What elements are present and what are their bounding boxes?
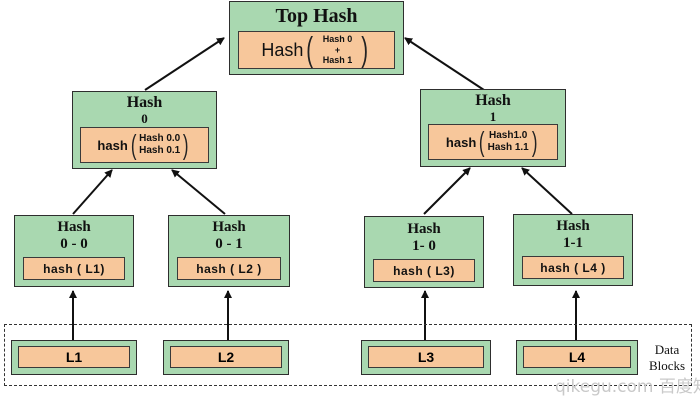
hash1-node: Hash 1 hash ( Hash1.0 Hash 1.1 ): [420, 89, 566, 167]
data-block-label: L2: [217, 349, 235, 365]
leaf-title-line2: 0 - 1: [215, 235, 243, 252]
data-blocks-label-line1: Data: [654, 342, 680, 357]
leaf-title: Hash 0 - 1: [169, 219, 289, 252]
data-block-inner: L1: [18, 346, 130, 368]
hash0-node: Hash 0 hash ( Hash 0.0 Hash 0.1 ): [72, 91, 217, 169]
hash1-inner: hash ( Hash1.0 Hash 1.1 ): [428, 124, 558, 160]
hash1-line1: Hash1.0: [488, 130, 528, 141]
arrow-leaf01-to-hash0: [171, 169, 226, 215]
leaf-title: Hash 1- 0: [365, 221, 483, 254]
leaf-inner: hash ( L1): [23, 257, 125, 280]
hash1-operands: Hash1.0 Hash 1.1: [488, 130, 529, 154]
data-block-inner: L2: [170, 346, 282, 368]
leaf-title-line1: Hash: [212, 219, 246, 235]
leaf-title-line1: Hash: [556, 218, 590, 234]
hash0-line1: Hash 0.0: [139, 133, 181, 144]
data-block-l3: L3: [361, 340, 491, 375]
hash0-line2: Hash 0.1: [139, 145, 181, 156]
hash0-title-line2: 0: [141, 110, 148, 126]
leaf-title-line2: 0 - 0: [60, 235, 88, 252]
leaf-inner: hash ( L3): [373, 259, 475, 282]
leaf-inner-text: hash ( L1): [43, 261, 105, 276]
data-block-inner: L4: [523, 346, 631, 368]
hash0-title: Hash 0: [73, 94, 216, 126]
right-paren: ): [531, 126, 538, 157]
data-block-l2: L2: [163, 340, 289, 375]
hash1-title-line2: 1: [489, 108, 497, 124]
top-hash-line1: Hash 0: [322, 33, 353, 44]
hash1-line2: Hash 1.1: [487, 142, 529, 153]
leaf-title-line2: 1- 0: [412, 237, 436, 254]
hash0-operands: Hash 0.0 Hash 0.1: [139, 133, 180, 157]
arrow-leaf11-to-hash1: [521, 167, 573, 215]
arrow-leaf00-to-hash0: [72, 169, 113, 215]
data-block-label: L1: [65, 349, 83, 365]
leaf-title-line2: 1-1: [563, 234, 583, 251]
hash1-title-line1: Hash: [475, 92, 511, 109]
leaf-inner-text: hash ( L2 ): [196, 261, 262, 276]
leaf-hash-0-0: Hash 0 - 0 hash ( L1): [14, 215, 134, 287]
top-hash-title: Top Hash: [275, 5, 358, 27]
left-paren: (: [306, 31, 314, 69]
hash1-label: hash: [445, 134, 477, 150]
leaf-title: Hash 0 - 0: [15, 219, 133, 252]
leaf-hash-1-1: Hash 1-1 hash ( L4 ): [513, 214, 633, 286]
leaf-title: Hash 1-1: [514, 218, 632, 251]
arrow-leaf10-to-hash1: [423, 167, 471, 215]
leaf-hash-0-1: Hash 0 - 1 hash ( L2 ): [168, 215, 290, 287]
hash0-inner: hash ( Hash 0.0 Hash 0.1 ): [80, 127, 209, 163]
leaf-title-line1: Hash: [57, 219, 91, 235]
leaf-inner: hash ( L2 ): [177, 257, 281, 280]
right-paren: ): [183, 129, 189, 160]
arrow-hash0-to-top: [144, 37, 225, 91]
right-paren: ): [361, 31, 369, 69]
watermark: qikegu.com 百度知道: [555, 377, 700, 397]
hash0-label: hash: [97, 137, 128, 153]
leaf-inner-text: hash ( L4 ): [540, 260, 606, 275]
top-hash-operands: Hash 0 + Hash 1: [323, 34, 353, 66]
leaf-inner: hash ( L4 ): [522, 256, 624, 279]
leaf-hash-1-0: Hash 1- 0 hash ( L3): [364, 216, 484, 288]
data-blocks-region: [4, 324, 692, 386]
data-block-l4: L4: [516, 340, 638, 375]
leaf-inner-text: hash ( L3): [393, 263, 455, 278]
hash1-title: Hash 1: [421, 92, 565, 124]
top-hash-line2: Hash 1: [322, 55, 353, 66]
data-block-label: L3: [417, 349, 435, 365]
left-paren: (: [130, 129, 137, 160]
top-hash-inner: Hash ( Hash 0 + Hash 1 ): [238, 31, 395, 69]
top-hash-plus: +: [334, 44, 341, 55]
leaf-title-line1: Hash: [407, 221, 441, 237]
data-block-l1: L1: [11, 340, 137, 375]
data-block-label: L4: [568, 349, 586, 365]
arrow-hash1-to-top: [404, 37, 485, 91]
data-blocks-label: Data Blocks: [640, 342, 694, 375]
left-paren: (: [479, 126, 485, 157]
hash0-title-line1: Hash: [126, 94, 163, 111]
data-block-inner: L3: [368, 346, 484, 368]
top-hash-label: Hash: [261, 39, 304, 60]
top-hash-node: Top Hash Hash ( Hash 0 + Hash 1 ): [229, 1, 404, 75]
data-blocks-label-line2: Blocks: [648, 358, 686, 374]
